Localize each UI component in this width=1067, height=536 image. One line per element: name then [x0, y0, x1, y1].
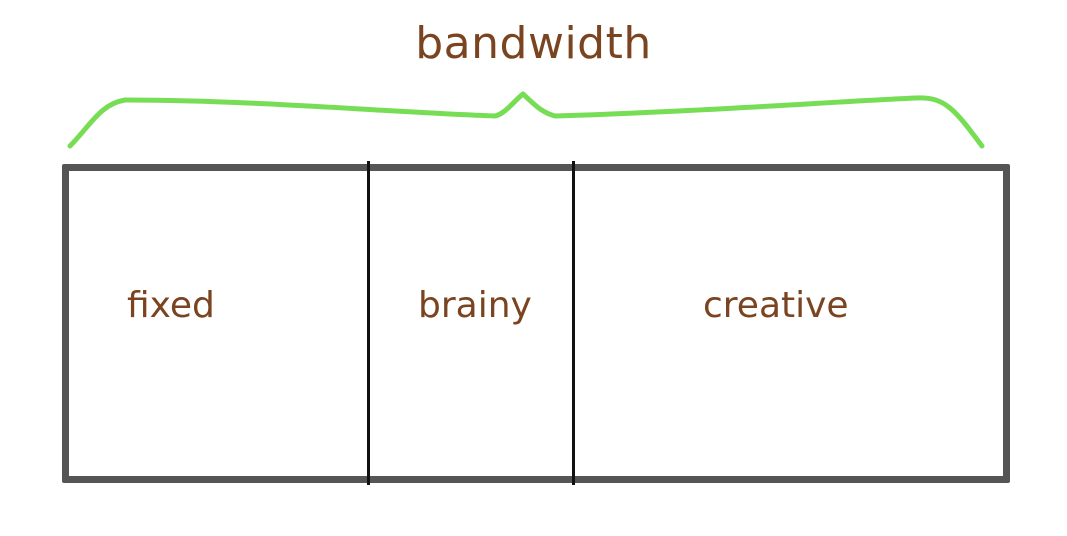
segment-divider [572, 161, 575, 485]
segment-label-brainy: brainy [418, 285, 532, 326]
segment-divider [367, 161, 370, 485]
segment-label-fixed: fixed [127, 285, 215, 326]
bandwidth-frame [62, 164, 1010, 483]
segment-label-creative: creative [703, 285, 849, 326]
diagram-title: bandwidth [415, 18, 652, 69]
